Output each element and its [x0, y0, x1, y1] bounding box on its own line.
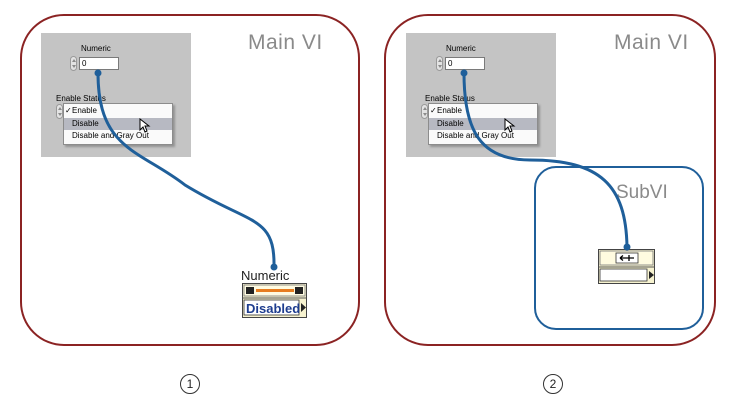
menu-item-label: Disable and Gray Out [72, 131, 149, 140]
numeric-input-1[interactable]: 0 [79, 57, 119, 70]
property-node-value: Disabled [246, 301, 301, 316]
check-icon: ✓ [65, 106, 72, 115]
numeric-label-1: Numeric [81, 44, 111, 53]
menu-item-enable-2[interactable]: ✓ Enable [429, 105, 537, 117]
subvi-title: SubVI [616, 182, 668, 203]
step-number-1: 1 [180, 374, 200, 394]
menu-item-label: Disable [437, 119, 464, 128]
menu-item-enable-1[interactable]: ✓ Enable [64, 105, 172, 117]
reference-wire-1 [96, 71, 276, 269]
step-number-2: 2 [543, 374, 563, 394]
enable-status-spinner-1[interactable] [56, 104, 63, 119]
wire-end-dot-1 [270, 263, 278, 271]
subvi-property-node[interactable] [598, 249, 656, 285]
main-vi-title-2: Main VI [614, 31, 689, 54]
numeric-spinner-2[interactable] [436, 56, 443, 71]
property-node[interactable] [242, 283, 308, 319]
menu-item-disable-gray-1[interactable]: Disable and Gray Out [64, 130, 172, 142]
reference-wire-2 [462, 71, 629, 249]
mouse-pointer-icon [504, 118, 516, 133]
subvi-box [534, 166, 704, 330]
mouse-pointer-icon [139, 118, 151, 133]
wire-end-dot-2 [623, 243, 631, 251]
enable-status-label-2: Enable Status [425, 94, 475, 103]
numeric-spinner-1[interactable] [70, 56, 77, 71]
numeric-label-2: Numeric [446, 44, 476, 53]
numeric-input-2[interactable]: 0 [445, 57, 485, 70]
wire-start-dot-2 [460, 69, 468, 77]
menu-item-label: Enable [72, 106, 97, 115]
main-vi-title-1: Main VI [248, 31, 323, 54]
enable-status-label-1: Enable Status [56, 94, 106, 103]
numeric-node-label: Numeric [241, 268, 290, 283]
menu-item-label: Enable [437, 106, 462, 115]
enable-status-spinner-2[interactable] [421, 104, 428, 119]
menu-item-label: Disable [72, 119, 99, 128]
wire-start-dot-1 [94, 69, 102, 77]
check-icon: ✓ [430, 106, 437, 115]
